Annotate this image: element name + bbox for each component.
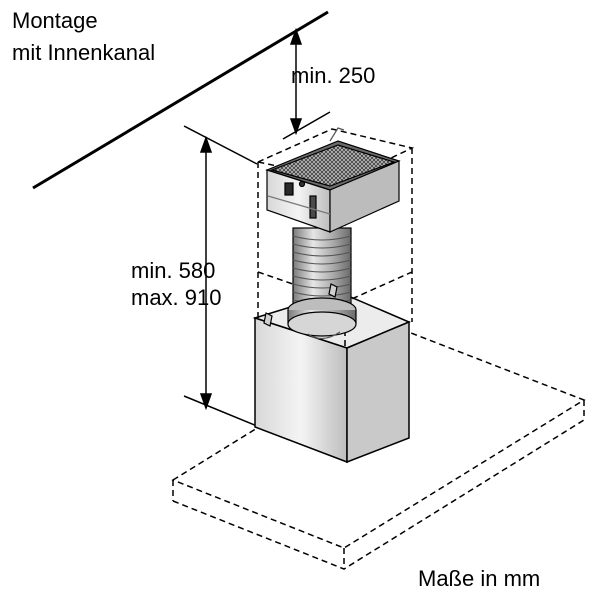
air-filter-module — [265, 127, 401, 233]
flexible-duct — [287, 227, 357, 340]
dimension-height — [183, 125, 258, 427]
dimension-label-top-clearance: min. 250 — [291, 63, 376, 88]
dimension-label-height-max: max. 910 — [131, 285, 222, 310]
mounting-tabs — [263, 283, 338, 327]
dimension-top-clearance — [282, 27, 331, 140]
diagram-title-line1: Montage — [12, 8, 98, 33]
dimension-label-height-min: min. 580 — [131, 258, 216, 283]
units-note: Maße in mm — [418, 566, 541, 591]
diagram-title-line2: mit Innenkanal — [12, 40, 156, 65]
ceiling-line — [32, 10, 329, 190]
hood-canopy-outline — [171, 332, 586, 570]
